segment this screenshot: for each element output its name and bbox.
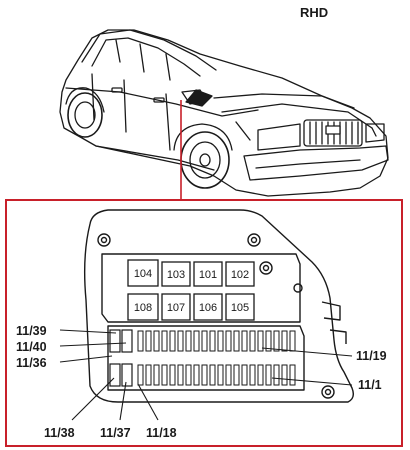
relay-108 (127, 293, 159, 321)
relay-106 (193, 293, 223, 321)
fuse-slot (257, 364, 264, 386)
car-illustration (59, 29, 389, 197)
fuse-slot (185, 330, 192, 352)
fuse-slot (185, 364, 192, 386)
fuse-slot (193, 330, 200, 352)
relay-block (127, 259, 255, 321)
fuse-slot (289, 364, 296, 386)
relay-104 (127, 259, 159, 287)
fuse-slot (209, 364, 216, 386)
fuse-slot (137, 364, 144, 386)
fuse-slot (249, 330, 256, 352)
fuse-slot (265, 330, 272, 352)
fuse-slot (201, 330, 208, 352)
label-11-18: 11/18 (146, 426, 177, 440)
rhd-label: RHD (300, 5, 328, 20)
fuse-slot (241, 364, 248, 386)
small-fuse-slots (109, 329, 133, 387)
callout-labels: 11/39 11/40 11/36 11/19 11/1 11/38 11/37… (16, 324, 387, 440)
fuse-slot (257, 330, 264, 352)
fuse-slot (177, 330, 184, 352)
fuse-slot-11-37 (121, 363, 133, 387)
fuse-slot (233, 330, 240, 352)
fuse-slot (177, 364, 184, 386)
fuse-slot (233, 364, 240, 386)
fuse-slot (193, 364, 200, 386)
callout-frame (5, 199, 403, 447)
label-11-19: 11/19 (356, 349, 387, 363)
fuse-slot (153, 364, 160, 386)
label-11-36: 11/36 (16, 356, 47, 370)
fuse-slot (145, 330, 152, 352)
fuse-slot (161, 364, 168, 386)
relay-103 (161, 261, 191, 287)
fuse-slot (289, 330, 296, 352)
fuse-slot (145, 364, 152, 386)
fuse-slot (281, 330, 288, 352)
relay-101 (193, 261, 223, 287)
fuse-slot (217, 330, 224, 352)
fuse-slot (169, 330, 176, 352)
fuse-slot (137, 330, 144, 352)
fuse-slot (169, 364, 176, 386)
fuse-slot (281, 364, 288, 386)
fuse-slot (161, 330, 168, 352)
label-11-37: 11/37 (100, 426, 131, 440)
fuse-slot-11-40 (121, 329, 133, 353)
label-11-38: 11/38 (44, 426, 75, 440)
leader-lines (59, 329, 353, 421)
fuse-slot (265, 364, 272, 386)
fuse-slot-11-38 (109, 363, 121, 387)
label-11-40: 11/40 (16, 340, 47, 354)
relay-105-label: 105 (231, 302, 249, 314)
relay-108-label: 108 (134, 302, 152, 314)
label-11-1: 11/1 (358, 378, 382, 392)
fuse-slot (241, 330, 248, 352)
relay-102 (225, 261, 255, 287)
fuse-slot (209, 330, 216, 352)
fuse-slot (217, 364, 224, 386)
fuse-row-upper (137, 330, 296, 352)
relay-105 (225, 293, 255, 321)
relay-103-label: 103 (167, 269, 185, 281)
fuse-slot (153, 330, 160, 352)
fuse-slot (225, 364, 232, 386)
relay-labels: 104 103 101 102 108 107 106 105 (134, 268, 249, 314)
fuse-slot (249, 364, 256, 386)
fuse-slot (201, 364, 208, 386)
relay-107 (161, 293, 191, 321)
relay-101-label: 101 (199, 269, 217, 281)
relay-107-label: 107 (167, 302, 185, 314)
fuse-box-housing (83, 209, 355, 403)
relay-104-label: 104 (134, 268, 152, 280)
fuse-row-lower (137, 364, 296, 386)
fuse-slot (225, 330, 232, 352)
relay-106-label: 106 (199, 302, 217, 314)
fuse-slot-11-39 (109, 329, 121, 353)
relay-102-label: 102 (231, 269, 249, 281)
label-11-39: 11/39 (16, 324, 47, 338)
fuse-slot (273, 364, 280, 386)
fuse-slot (273, 330, 280, 352)
